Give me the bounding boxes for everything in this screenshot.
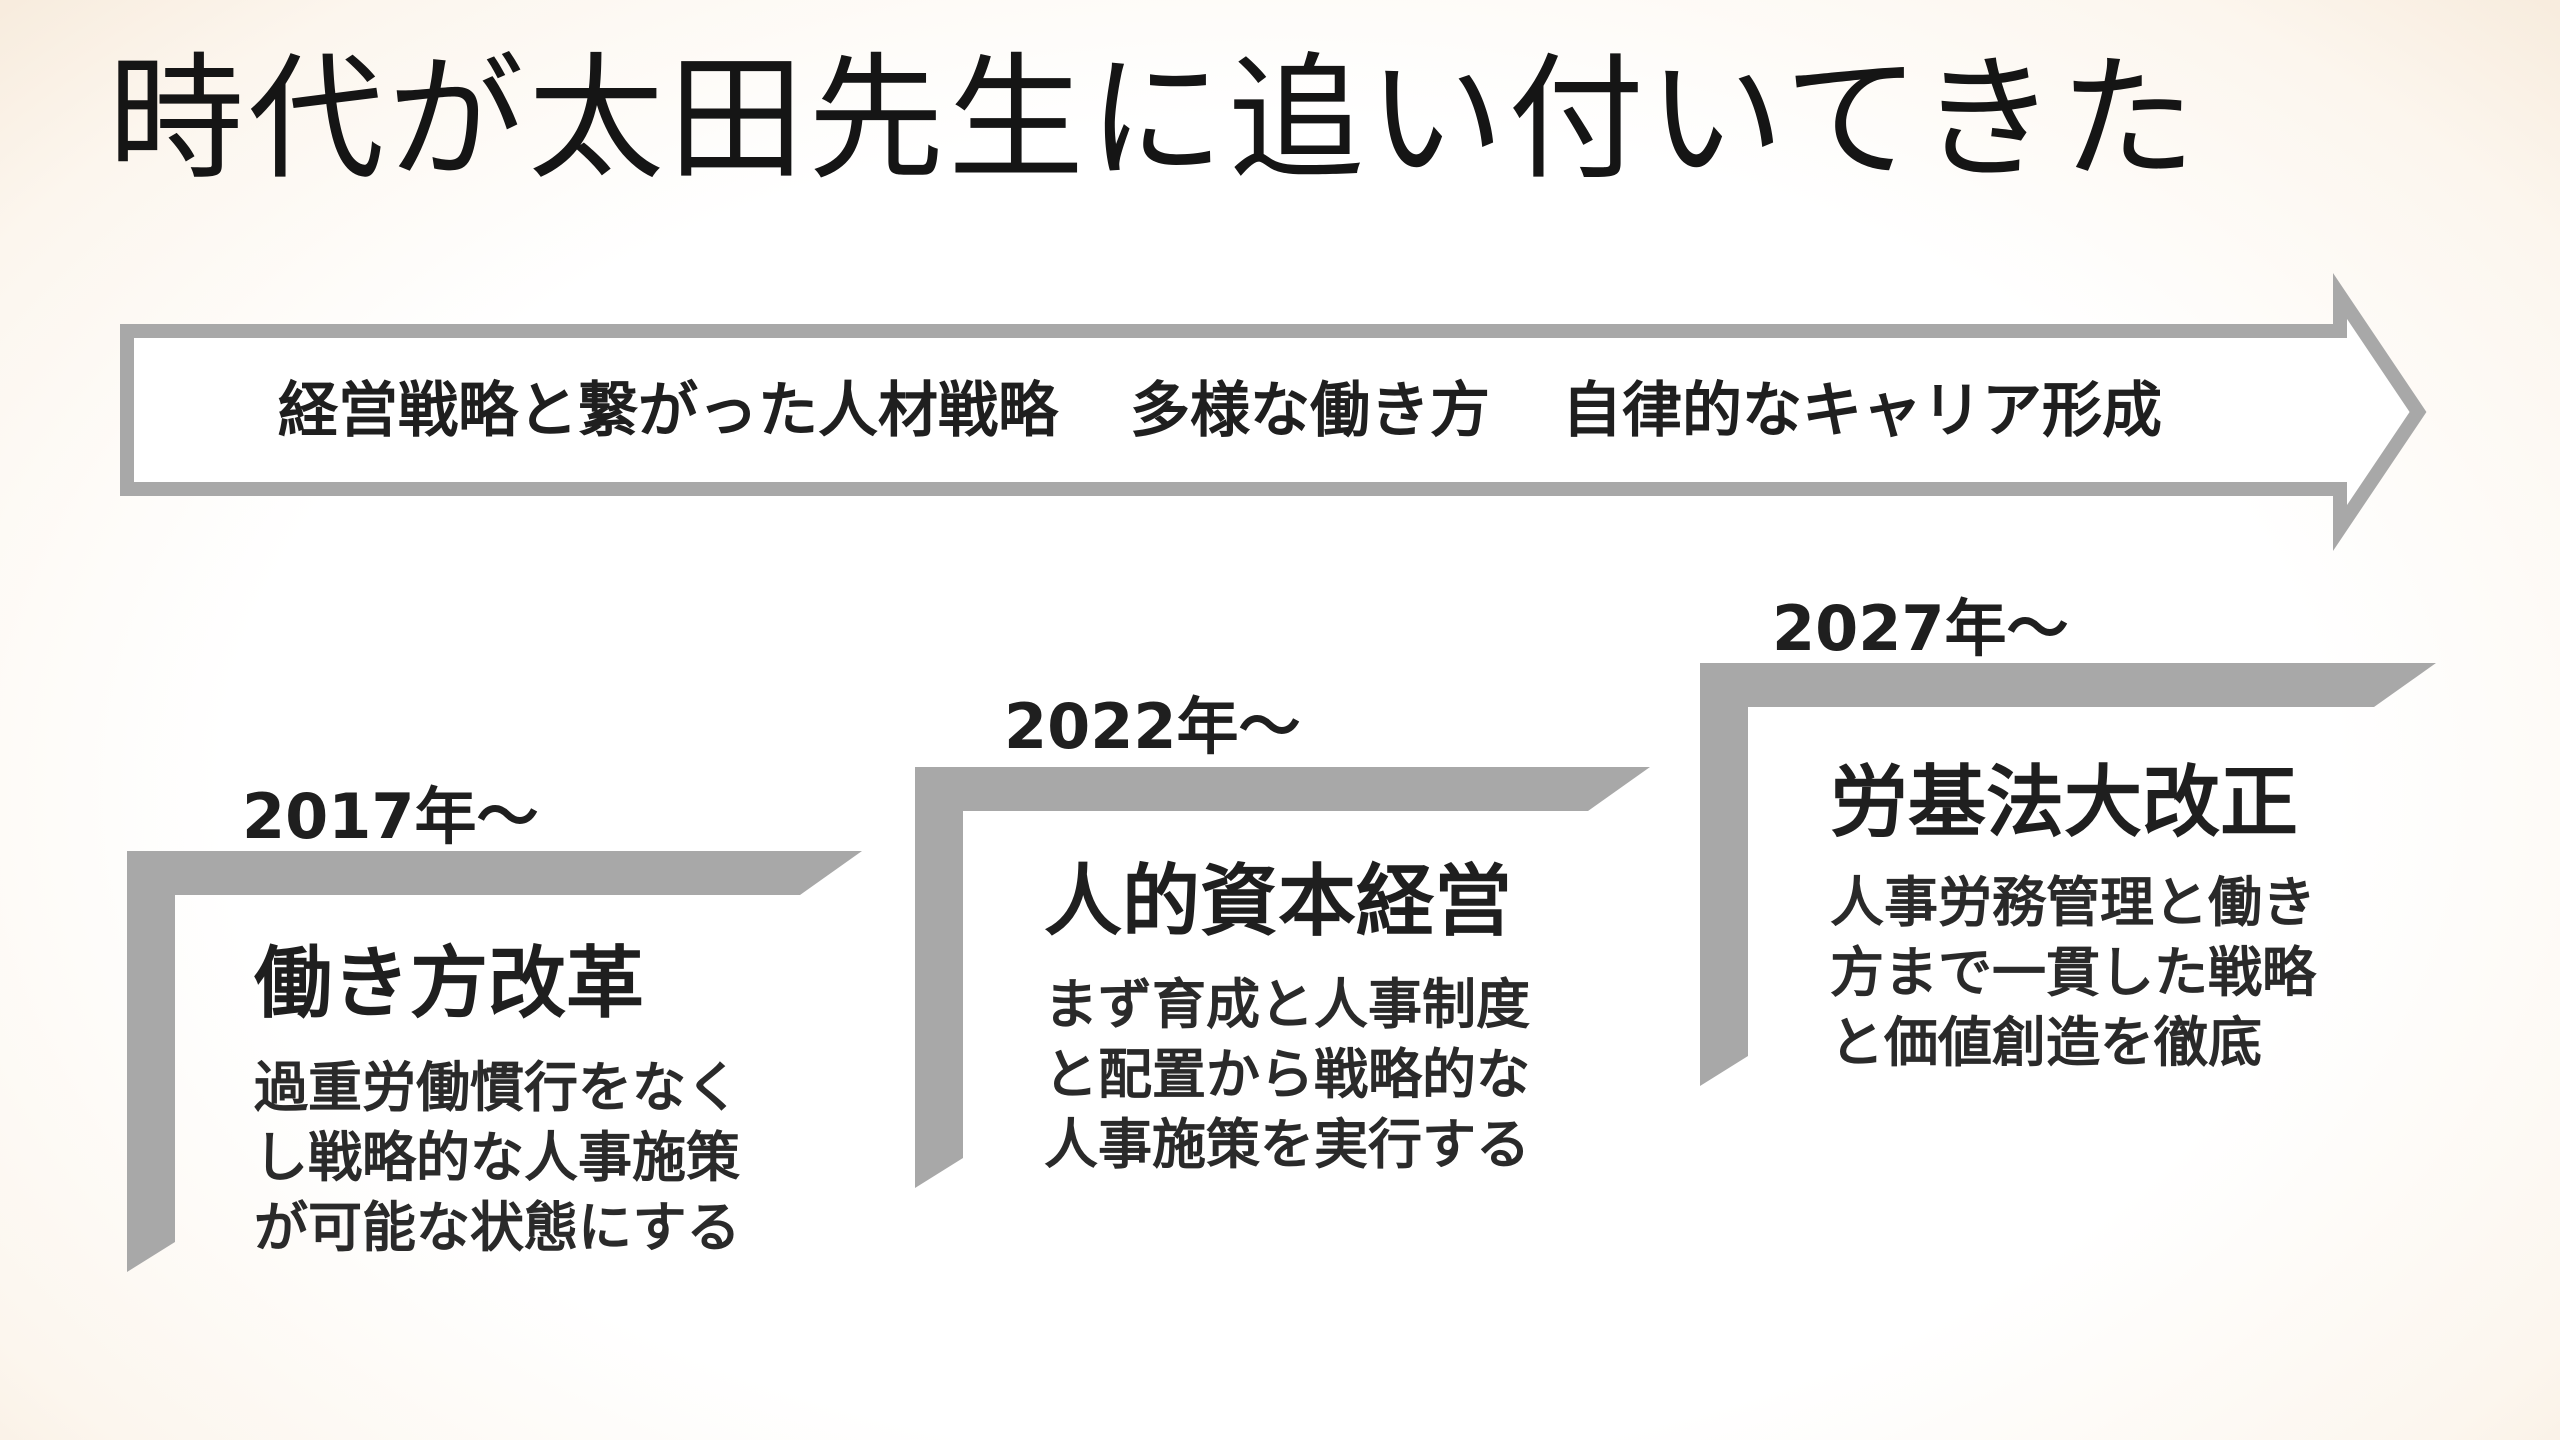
stage-description-line: が可能な状態にする	[254, 1196, 741, 1259]
arrow-item-diverse-work: 多様な働き方	[1130, 375, 1490, 446]
stage-description-line: 方まで一貫した戦略	[1830, 941, 2316, 1004]
stage-description-2022: まず育成と人事制度 と配置から戦略的な 人事施策を実行する	[1044, 970, 1530, 1180]
stage-description-2027: 人事労務管理と働き 方まで一貫した戦略 と価値創造を徹底	[1830, 868, 2316, 1078]
stage-year-2027: 2027年～	[1772, 592, 2069, 665]
stage-description-line: まず育成と人事制度	[1044, 973, 1530, 1036]
stage-description-line: と配置から戦略的な	[1044, 1043, 1530, 1106]
timeline-arrow	[120, 273, 2427, 551]
arrow-text: 経営戦略と繋がった人材戦略 多様な働き方 自律的なキャリア形成	[130, 360, 2310, 450]
stage-bracket-2027	[1700, 663, 2436, 1086]
slide-title: 時代が太田先生に追い付いてきた	[108, 41, 2200, 199]
stage-bracket-2017	[127, 851, 862, 1272]
stage-description-line: 人事施策を実行する	[1044, 1113, 1530, 1176]
stage-heading-2017: 働き方改革	[254, 939, 645, 1029]
stage-description-line: と価値創造を徹底	[1830, 1011, 2262, 1074]
stage-heading-2022: 人的資本経営	[1044, 857, 1513, 947]
arrow-item-autonomous-career: 自律的なキャリア形成	[1562, 375, 2162, 446]
stage-description-2017: 過重労働慣行をなく し戦略的な人事施策 が可能な状態にする	[254, 1053, 741, 1263]
stage-year-2017: 2017年～	[242, 780, 539, 853]
stage-description-line: し戦略的な人事施策	[254, 1126, 740, 1189]
stage-description-line: 過重労働慣行をなく	[254, 1056, 740, 1119]
arrow-item-talent-strategy: 経営戦略と繋がった人材戦略	[278, 375, 1058, 446]
stage-year-2022: 2022年～	[1004, 690, 1301, 763]
stage-heading-2027: 労基法大改正	[1830, 758, 2299, 848]
stage-bracket-2022	[915, 767, 1650, 1188]
stage-description-line: 人事労務管理と働き	[1830, 871, 2316, 934]
